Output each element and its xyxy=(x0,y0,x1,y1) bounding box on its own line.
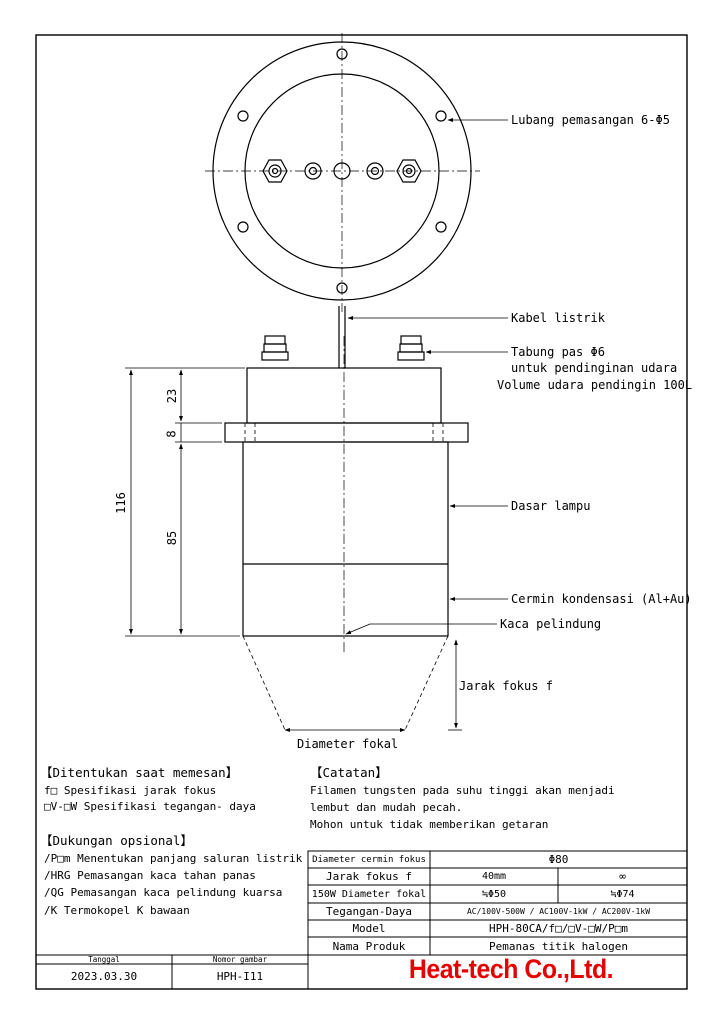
title-drawing-no-label: Nomor gambar xyxy=(212,955,268,964)
mount-hole xyxy=(435,110,447,122)
note-line-2: lembut dan mudah pecah. xyxy=(310,801,463,814)
leader-lines xyxy=(345,118,508,635)
table-value-power: AC/100V-500W / AC100V-1kW / AC200V-1kW xyxy=(466,907,651,916)
mount-hole xyxy=(237,221,249,233)
order-line-1: f□ Spesifikasi jarak fokus xyxy=(44,784,217,797)
label-mount-holes: Lubang pemasangan 6-Φ5 xyxy=(511,113,670,127)
notes-heading: 【Catatan】 xyxy=(310,765,388,780)
label-focal-diameter: Diameter fokal xyxy=(297,737,399,751)
title-block-grid xyxy=(36,954,309,989)
label-lamp-base: Dasar lampu xyxy=(511,499,591,513)
company-logo-text: Heat-tech Co.,Ltd. xyxy=(408,954,614,984)
spec-table-grid xyxy=(307,850,688,956)
table-value-spot-a: ≒Φ50 xyxy=(481,889,507,900)
table-label-model: Model xyxy=(352,922,386,935)
outer-flange-circle xyxy=(212,41,472,301)
mount-hole xyxy=(237,110,249,122)
mount-hole xyxy=(435,221,447,233)
dim-top: 23 xyxy=(165,388,180,404)
flange xyxy=(224,422,469,443)
top-view xyxy=(212,41,472,301)
order-heading: 【Ditentukan saat memesan】 xyxy=(40,765,239,780)
table-value-model: HPH-80CA/f□/□V-□W/P□m xyxy=(488,922,629,935)
options-heading: 【Dukungan opsional】 xyxy=(40,833,193,848)
option-line-4: /K Termokopel K bawaan xyxy=(44,904,190,917)
label-mirror: Cermin kondensasi (Al+Au) xyxy=(511,592,692,606)
option-line-1: /P□m Menentukan panjang saluran listrik xyxy=(44,852,303,865)
label-tube-3: Volume udara pendingin 100L xyxy=(497,378,693,392)
sheet-border xyxy=(35,34,688,990)
option-line-2: /HRG Pemasangan kaca tahan panas xyxy=(44,869,256,882)
table-value-focal-a: 40mm xyxy=(481,871,507,882)
table-label-spot: 150W Diameter fokal xyxy=(311,889,427,900)
lamp-body xyxy=(242,441,449,637)
top-view-centerlines xyxy=(205,33,480,312)
title-drawing-no-value: HPH-I11 xyxy=(216,970,264,983)
note-line-1: Filamen tungsten pada suhu tinggi akan m… xyxy=(310,784,615,797)
table-label-product: Nama Produk xyxy=(332,940,406,953)
table-label-focal: Jarak fokus f xyxy=(325,870,413,883)
table-value-focal-b: ∞ xyxy=(619,870,626,883)
label-glass: Kaca pelindung xyxy=(500,617,602,631)
title-date-label: Tanggal xyxy=(88,955,120,964)
fitting-right-cap xyxy=(400,335,422,345)
label-tube-1: Tabung pas Φ6 xyxy=(511,345,605,359)
dim-flange: 8 xyxy=(164,430,179,438)
side-view xyxy=(224,306,469,637)
order-line-2: □V-□W Spesifikasi tegangan- daya xyxy=(44,800,256,813)
dimension-lines xyxy=(125,367,462,731)
table-value-spot-b: ≒Φ74 xyxy=(610,889,635,900)
dim-body: 85 xyxy=(165,530,180,546)
label-cable: Kabel listrik xyxy=(511,311,605,325)
focal-cone xyxy=(242,635,449,731)
fitting-left-cap xyxy=(264,335,286,345)
table-label-mirror: Diameter cermin fokus xyxy=(312,855,426,865)
label-tube-2: untuk pendinginan udara xyxy=(511,361,678,375)
table-label-power: Tegangan-Daya xyxy=(325,905,413,918)
dim-total: 116 xyxy=(113,492,128,514)
table-value-product: Pemanas titik halogen xyxy=(488,940,629,953)
option-line-3: /QG Pemasangan kaca pelindung kuarsa xyxy=(44,886,283,899)
note-line-3: Mohon untuk tidak memberikan getaran xyxy=(310,818,549,831)
label-focal-length: Jarak fokus f xyxy=(459,679,553,693)
table-value-mirror: Φ80 xyxy=(548,853,569,866)
title-date-value: 2023.03.30 xyxy=(70,970,138,983)
